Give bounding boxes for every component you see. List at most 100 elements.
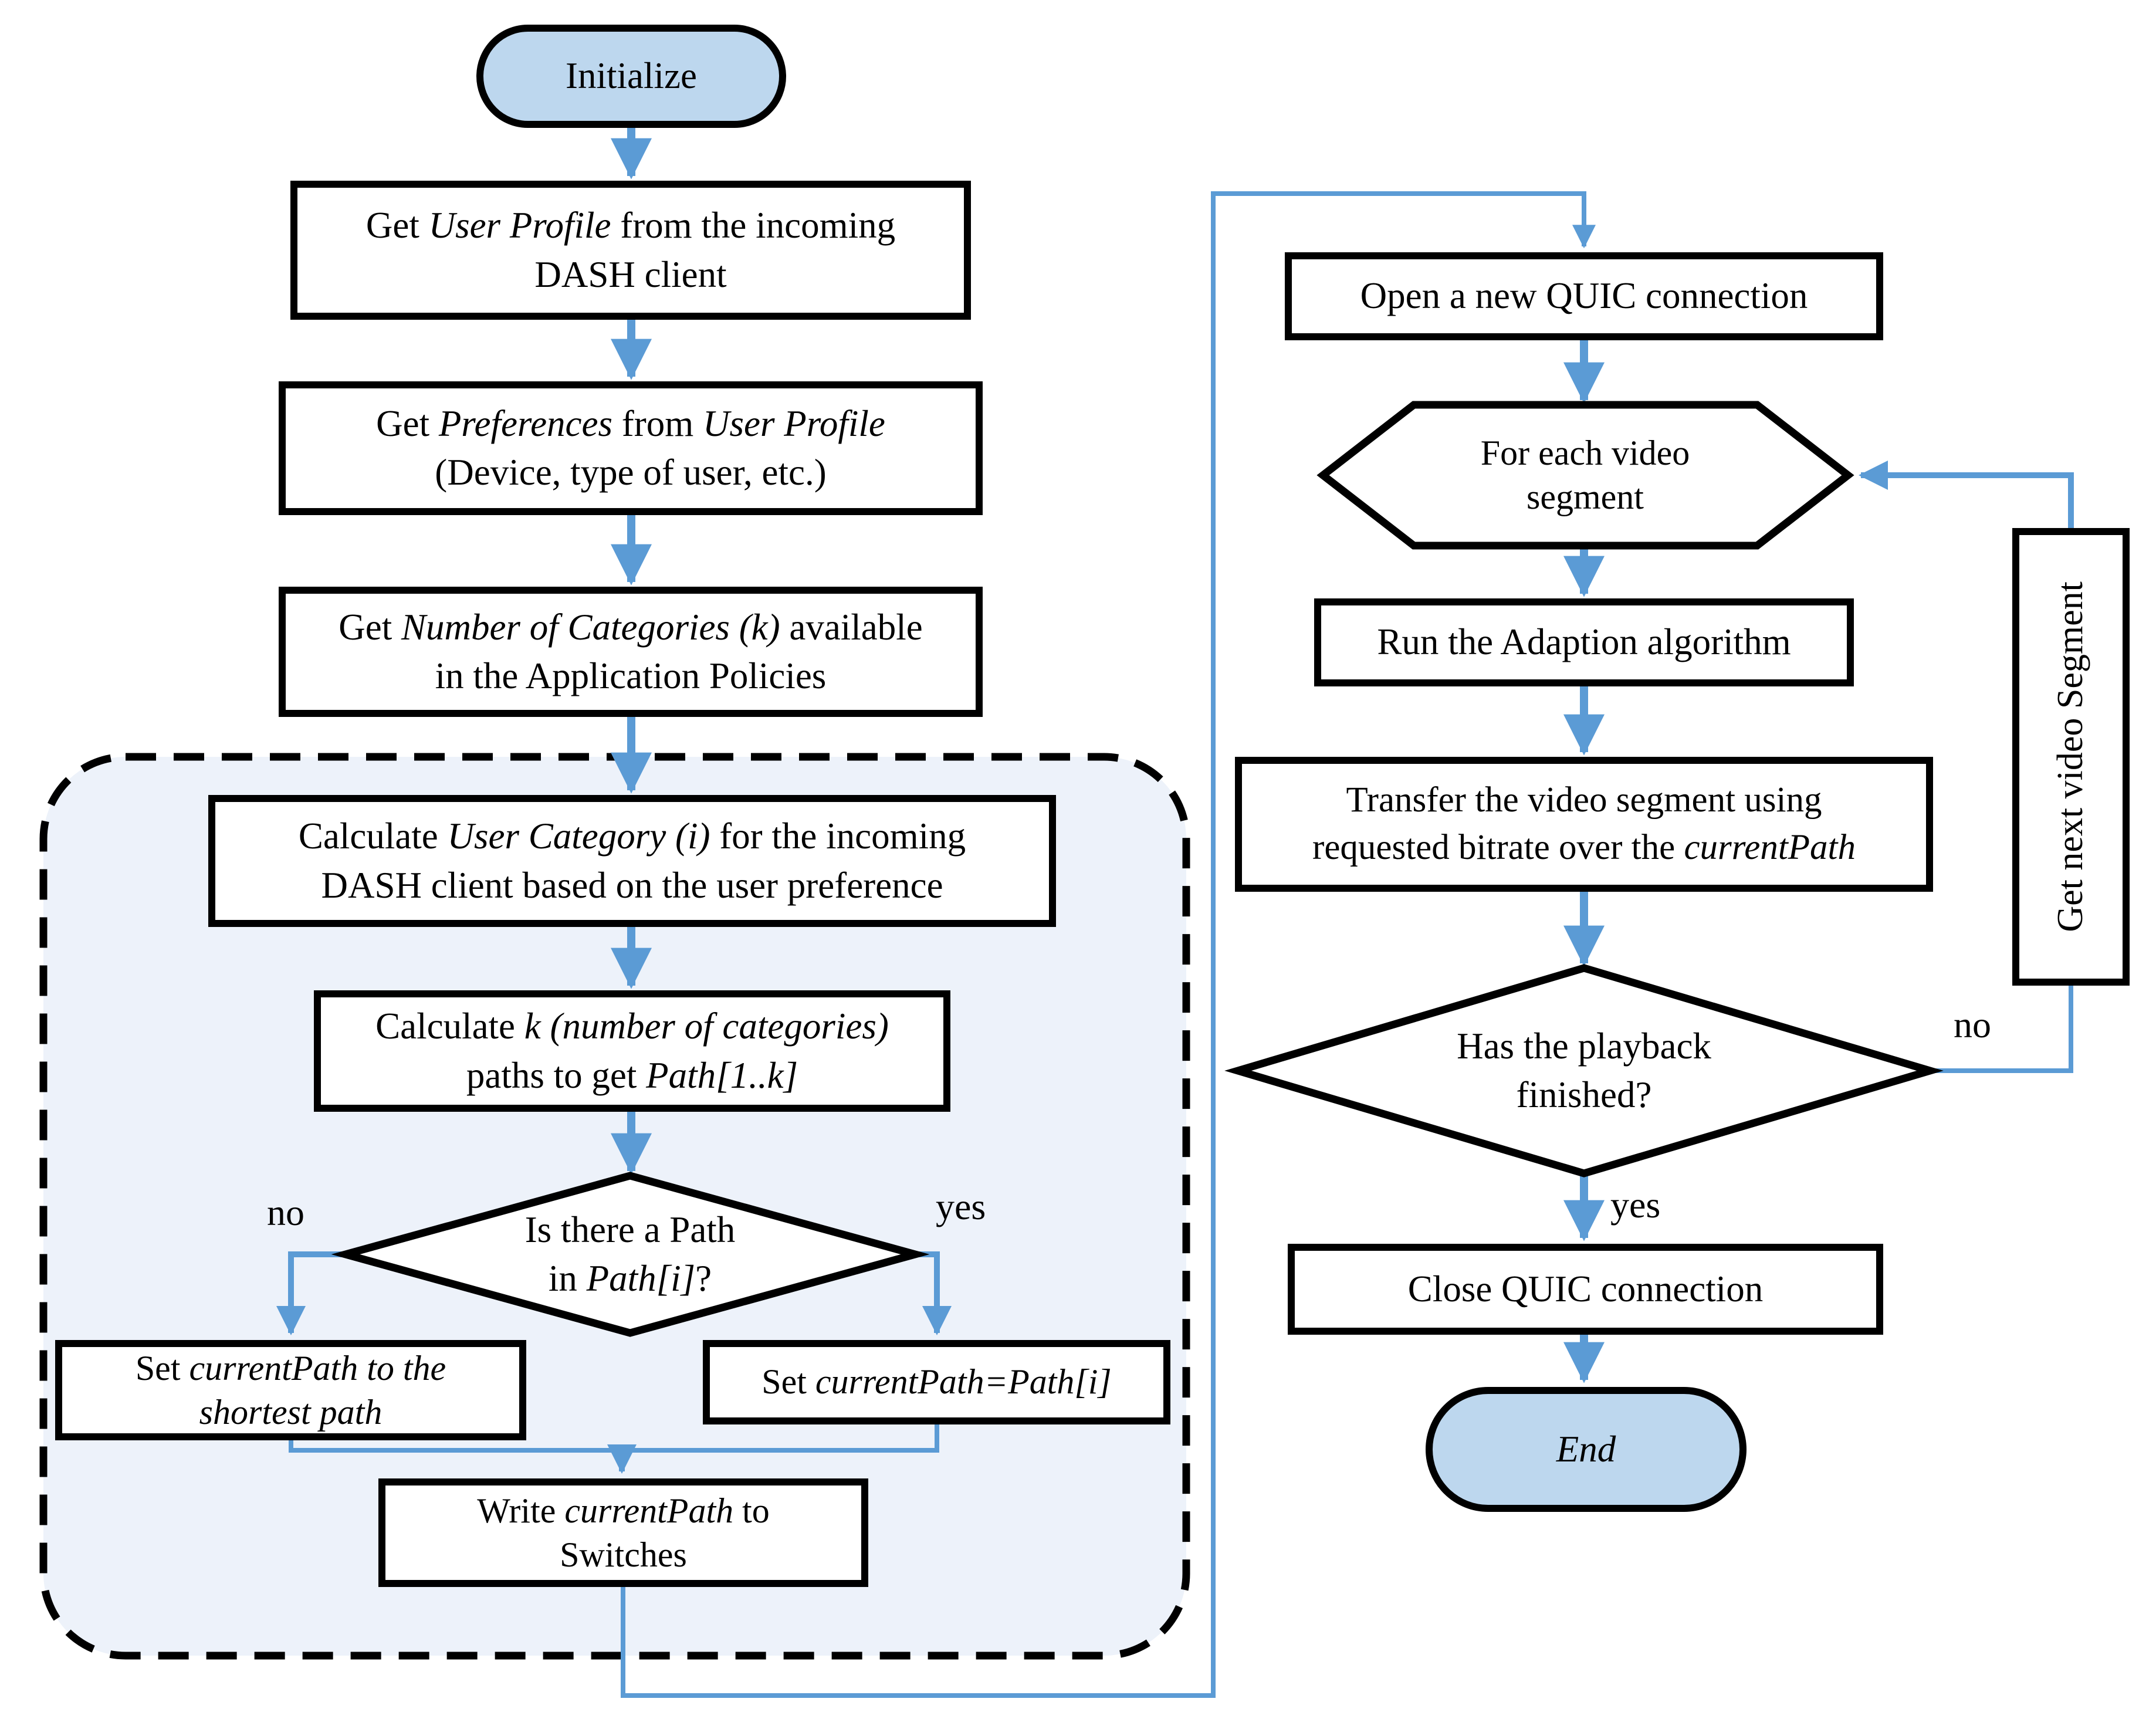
- text-segment: ?: [695, 1258, 712, 1299]
- text-segment: Open a new QUIC connection: [1360, 275, 1808, 317]
- text-line: (Device, type of user, etc.): [435, 448, 826, 497]
- text-line: paths to get Path[1..k]: [466, 1051, 798, 1100]
- text-line: finished?: [1517, 1071, 1652, 1119]
- text-line: Switches: [560, 1533, 687, 1577]
- text-segment: User Profile: [428, 205, 611, 246]
- step-get-next-segment: Get next video Segment: [2012, 528, 2130, 986]
- text-segment: k (number of categories): [524, 1006, 889, 1047]
- text-line: Set currentPath=Path[i]: [761, 1359, 1112, 1405]
- decision-path-exists-shape: [331, 1172, 930, 1337]
- text-segment: available: [780, 606, 923, 648]
- text-segment: Path[i]: [586, 1258, 696, 1299]
- text-segment: Set: [761, 1362, 815, 1402]
- text-segment: currentPath: [564, 1491, 734, 1530]
- text-line: Is there a Path: [525, 1206, 736, 1254]
- text-segment: Calculate: [298, 815, 448, 857]
- text-segment: (Device, type of user, etc.): [435, 452, 827, 493]
- text-segment: User Profile: [702, 402, 885, 444]
- text-segment: Write: [477, 1491, 565, 1530]
- step-close-quic: Close QUIC connection: [1288, 1244, 1883, 1335]
- text-segment: For each video: [1480, 434, 1690, 472]
- step-calc-paths: Calculate k (number of categories)paths …: [314, 990, 950, 1112]
- step-set-current-path: Set currentPath=Path[i]: [703, 1340, 1170, 1424]
- text-line: Run the Adaption algorithm: [1377, 618, 1791, 666]
- text-segment: from: [612, 402, 703, 444]
- end-node-label: End: [1556, 1428, 1616, 1470]
- edge-write-to-openquic-loop: [621, 191, 1596, 1698]
- text-line: segment: [1527, 475, 1644, 519]
- text-line: Transfer the video segment using: [1346, 777, 1822, 824]
- text-segment: segment: [1527, 478, 1644, 516]
- label-yes-path-exists: yes: [936, 1186, 986, 1227]
- text-segment: Preferences: [438, 402, 613, 444]
- step-run-adaption: Run the Adaption algorithm: [1314, 598, 1854, 686]
- text-line: in the Application Policies: [435, 652, 827, 701]
- loop-for-each-segment-shape: [1316, 401, 1854, 550]
- step-calc-user-category: Calculate User Category (i) for the inco…: [208, 795, 1056, 927]
- text-line: Has the playback: [1457, 1022, 1711, 1071]
- text-line: Calculate User Category (i) for the inco…: [299, 812, 966, 861]
- text-segment: from the incoming: [611, 205, 896, 246]
- decision-playback-finished-shape: [1224, 964, 1944, 1177]
- step-get-next-segment-label: Get next video Segment: [2050, 581, 2091, 932]
- label-yes-playback: yes: [1610, 1184, 1661, 1226]
- text-line: Open a new QUIC connection: [1360, 272, 1808, 320]
- text-segment: Switches: [560, 1535, 687, 1574]
- text-segment: Set: [135, 1348, 189, 1388]
- text-segment: currentPath to the: [189, 1348, 446, 1388]
- text-segment: Calculate: [375, 1006, 524, 1047]
- text-line: Get User Profile from the incoming: [366, 201, 895, 250]
- text-line: For each video: [1481, 431, 1690, 475]
- text-segment: DASH client: [534, 253, 727, 295]
- text-segment: Number of Categories (k): [401, 606, 780, 648]
- text-segment: Get: [339, 606, 401, 648]
- edge-getnext-loopback: [1858, 461, 2074, 528]
- text-segment: shortest path: [199, 1392, 383, 1432]
- text-line: Get Preferences from User Profile: [376, 400, 885, 448]
- text-segment: Has the playback: [1457, 1025, 1711, 1067]
- text-segment: currentPath: [1684, 828, 1856, 867]
- text-segment: Get: [365, 205, 429, 246]
- text-segment: DASH client based on the user preference: [321, 864, 943, 906]
- text-segment: currentPath=Path[i]: [815, 1362, 1112, 1402]
- text-line: DASH client based on the user preference: [321, 861, 943, 910]
- text-line: DASH client: [534, 251, 726, 299]
- text-line: Calculate k (number of categories): [375, 1002, 889, 1051]
- text-segment: to: [733, 1491, 770, 1530]
- text-line: Set currentPath to the: [136, 1346, 446, 1390]
- step-get-preferences: Get Preferences from User Profile(Device…: [279, 381, 983, 515]
- decision-playback-finished-label: Has the playback finished?: [1291, 1012, 1877, 1129]
- text-line: Write currentPath to: [477, 1489, 770, 1533]
- end-node: End: [1426, 1387, 1747, 1512]
- text-segment: Is there a Path: [524, 1209, 736, 1250]
- step-open-quic: Open a new QUIC connection: [1285, 252, 1883, 340]
- label-no-playback: no: [1954, 1004, 1991, 1045]
- start-node: Initialize: [476, 25, 786, 128]
- start-node-label: Initialize: [566, 55, 697, 97]
- edge-decision2-no-branch: [1930, 986, 2073, 1073]
- loop-for-each-segment-label: For each video segment: [1351, 410, 1820, 541]
- text-segment: Get: [376, 402, 439, 444]
- text-segment: paths to get: [466, 1054, 647, 1096]
- text-segment: Close QUIC connection: [1407, 1268, 1764, 1309]
- text-segment: Path[1..k]: [646, 1054, 798, 1096]
- text-segment: requested bitrate over the: [1312, 828, 1684, 867]
- text-line: in Path[i]?: [549, 1254, 712, 1303]
- text-segment: Transfer the video segment using: [1346, 780, 1822, 820]
- text-line: requested bitrate over the currentPath: [1312, 824, 1856, 872]
- text-segment: in the Application Policies: [435, 655, 827, 696]
- text-line: Close QUIC connection: [1408, 1265, 1763, 1314]
- edge-decision-no-branch: [276, 1251, 346, 1336]
- text-line: shortest path: [199, 1390, 383, 1434]
- text-segment: Run the Adaption algorithm: [1377, 621, 1791, 663]
- text-line: Get Number of Categories (k) available: [339, 603, 923, 652]
- text-segment: finished?: [1516, 1074, 1652, 1115]
- text-segment: User Category (i): [447, 815, 710, 857]
- label-no-path-exists: no: [267, 1192, 304, 1233]
